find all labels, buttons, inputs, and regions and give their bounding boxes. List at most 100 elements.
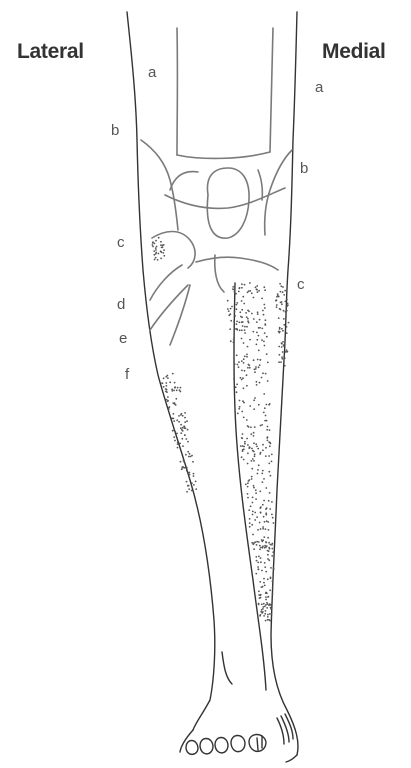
stipple-dot xyxy=(254,397,256,399)
stipple-dot xyxy=(247,463,249,465)
stipple-dot xyxy=(165,388,167,390)
stipple-dot xyxy=(188,456,190,458)
stipple-dot xyxy=(155,253,157,255)
stipple-dot xyxy=(272,572,274,574)
stipple-dot xyxy=(153,254,155,256)
stipple-dot xyxy=(260,506,262,508)
stipple-dot xyxy=(184,421,186,423)
stipple-dot xyxy=(253,548,255,550)
stipple-dot xyxy=(243,303,245,305)
stipple-dot xyxy=(259,548,261,550)
stipple-dot xyxy=(195,488,197,490)
stipple-dot xyxy=(173,420,175,422)
stipple-dot xyxy=(154,243,156,245)
stipple-dot xyxy=(193,484,195,486)
stipple-dot xyxy=(180,427,182,429)
stipple-dot xyxy=(267,616,269,618)
stipple-dot xyxy=(264,332,266,334)
stipple-dot xyxy=(251,542,253,544)
stipple-dot xyxy=(282,330,284,332)
stipple-dot xyxy=(256,332,258,334)
stipple-dot xyxy=(191,455,193,457)
stipple-dot xyxy=(173,418,175,420)
toe xyxy=(200,739,213,754)
stipple-dot xyxy=(284,301,286,303)
stipple-dot xyxy=(251,468,253,470)
stipple-dot xyxy=(255,498,257,500)
stipple-dot xyxy=(253,359,255,361)
stipple-dot xyxy=(163,386,165,388)
stipple-dot xyxy=(263,341,265,343)
lateral-letter-f: f xyxy=(125,366,129,383)
stipple-dot xyxy=(259,382,261,384)
stipple-dot xyxy=(167,400,169,402)
stipple-dot xyxy=(283,324,285,326)
stipple-dot xyxy=(270,475,272,477)
stipple-dot xyxy=(259,359,261,361)
stipple-dot xyxy=(257,529,259,531)
stipple-dot xyxy=(195,481,197,483)
stipple-dot xyxy=(279,308,281,310)
stipple-dot xyxy=(250,433,252,435)
stipple-dot xyxy=(254,453,256,455)
stipple-dot xyxy=(183,461,185,463)
stipple-dot xyxy=(251,460,253,462)
stipple-dot xyxy=(266,404,268,406)
stipple-dot xyxy=(265,604,267,606)
stipple-dot xyxy=(162,246,164,248)
stipple-dot xyxy=(177,447,179,449)
stipple-dot xyxy=(261,424,263,426)
stipple-dot xyxy=(184,412,186,414)
stipple-dot xyxy=(242,400,244,402)
stipple-dot xyxy=(265,528,267,530)
stipple-dot xyxy=(262,444,264,446)
stipple-dot xyxy=(255,573,257,575)
stipple-dot xyxy=(278,317,280,319)
stipple-dot xyxy=(248,290,250,292)
stipple-dot xyxy=(264,613,266,615)
stipple-dot xyxy=(160,258,162,260)
stipple-dot xyxy=(265,512,267,514)
stipple-dot xyxy=(258,464,260,466)
lateral-letter-d: d xyxy=(117,296,125,313)
stipple-dot xyxy=(249,518,251,520)
stipple-dot xyxy=(241,283,243,285)
stipple-dot xyxy=(251,448,253,450)
stipple-dot xyxy=(251,292,253,294)
stipple-dot xyxy=(256,544,258,546)
stipple-dot xyxy=(268,500,270,502)
stipple-dot xyxy=(265,599,267,601)
stipple-dot xyxy=(250,505,252,507)
stipple-dot xyxy=(269,544,271,546)
stipple-dot xyxy=(261,377,263,379)
stipple-dot xyxy=(286,305,288,307)
stipple-dot xyxy=(253,297,255,299)
stipple-dot xyxy=(265,571,267,573)
stipple-dot xyxy=(264,585,266,587)
stipple-dot xyxy=(182,427,184,429)
stipple-dot xyxy=(284,357,286,359)
stipple-dot xyxy=(266,607,268,609)
stipple-dot xyxy=(261,339,263,341)
stipple-dot xyxy=(244,441,246,443)
stipple-dot xyxy=(265,620,267,622)
stipple-dot xyxy=(153,250,155,252)
stipple-dot xyxy=(278,331,280,333)
stipple-dot xyxy=(243,459,245,461)
stipple-dot xyxy=(248,509,250,511)
stipple-dot xyxy=(174,386,176,388)
stipple-dot xyxy=(264,566,266,568)
stipple-dot xyxy=(261,541,263,543)
stipple-dot xyxy=(258,603,260,605)
stipple-dot xyxy=(259,453,261,455)
stipple-dot xyxy=(181,438,183,440)
stipple-dot xyxy=(242,377,244,379)
stipple-dot xyxy=(255,492,257,494)
stipple-dot xyxy=(259,581,261,583)
stipple-dot xyxy=(286,299,288,301)
stipple-dot xyxy=(238,321,240,323)
stipple-dot xyxy=(241,379,243,381)
stipple-dot xyxy=(268,550,270,552)
stipple-dot xyxy=(263,516,265,518)
